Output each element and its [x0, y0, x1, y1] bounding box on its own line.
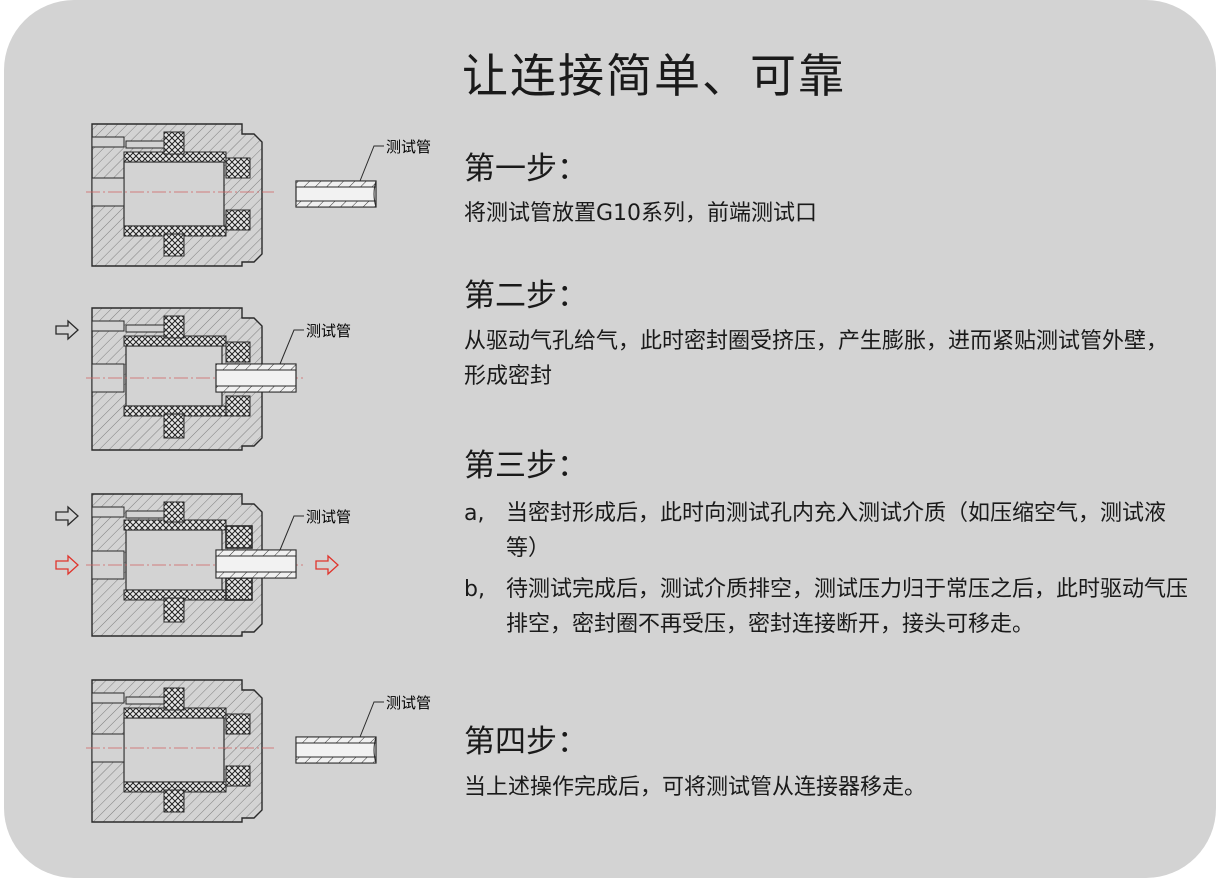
step-1-text: 将测试管放置G10系列，前端测试口 — [464, 201, 818, 226]
step-4-text: 当上述操作完成后，可将测试管从连接器移走。 — [464, 775, 927, 800]
page-title: 让连接简单、可靠 — [462, 49, 846, 103]
step-3-item-a: a, 当密封形成后，此时向测试孔内充入测试介质（如压缩空气，测试液等） — [464, 496, 1189, 566]
figure-2-tube-label: 测试管 — [306, 322, 351, 340]
step-3-item-b: b, 待测试完成后，测试介质排空，测试压力归于常压之后，此时驱动气压排空，密封圈… — [464, 572, 1189, 642]
step-2-text: 从驱动气孔给气，此时密封圈受挤压，产生膨胀，进而紧贴测试管外壁，形成密封 — [464, 329, 1169, 389]
step-3-item-b-label: b, — [464, 577, 485, 602]
figure-3-drive-arrow-icon — [55, 505, 79, 527]
figure-1-connector — [86, 123, 384, 267]
figure-1-tube-label: 测试管 — [386, 138, 431, 156]
figure-3-tube-label: 测试管 — [306, 508, 351, 526]
step-3-heading: 第三步： — [464, 448, 588, 484]
figure-3-test-in-arrow-icon — [55, 554, 79, 576]
step-3-item-a-text: 当密封形成后，此时向测试孔内充入测试介质（如压缩空气，测试液等） — [506, 501, 1167, 561]
figure-2-drive-arrow-icon — [55, 319, 79, 341]
step-4-heading: 第四步： — [464, 724, 588, 760]
figure-3-test-out-arrow-icon — [315, 554, 339, 576]
figure-4-connector — [86, 679, 384, 823]
instruction-panel: 让连接简单、可靠 第一步： 将测试管放置G10系列，前端测试口 第二步： 从驱动… — [4, 0, 1216, 878]
step-3-item-b-text: 待测试完成后，测试介质排空，测试压力归于常压之后，此时驱动气压排空，密封圈不再受… — [506, 577, 1189, 637]
step-3-item-a-label: a, — [464, 501, 485, 526]
figure-3-connector — [86, 493, 304, 637]
step-1-heading: 第一步： — [464, 151, 588, 187]
connector-drawings: 测试管 测试管 — [55, 123, 431, 823]
figure-2-connector — [86, 307, 304, 451]
figure-4-tube-label: 测试管 — [386, 694, 431, 712]
step-2-heading: 第二步： — [464, 278, 588, 314]
